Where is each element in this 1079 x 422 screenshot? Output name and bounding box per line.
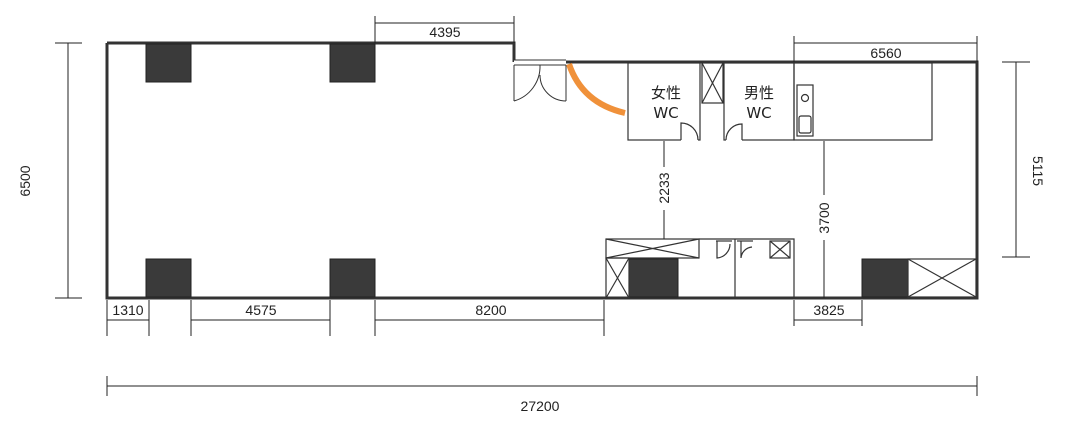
dim-kitchen-depth: 3700 bbox=[816, 202, 832, 233]
dim-bottom-1: 1310 bbox=[112, 302, 143, 318]
dim-top-right: 6560 bbox=[870, 45, 901, 61]
shaft-box bbox=[605, 257, 630, 299]
women-wc-label: 女性 bbox=[651, 84, 681, 102]
column bbox=[628, 258, 679, 298]
dim-corridor: 2233 bbox=[656, 172, 672, 203]
service-block bbox=[605, 238, 977, 299]
column bbox=[329, 258, 376, 298]
women-wc-room bbox=[627, 62, 701, 141]
shaft-box bbox=[769, 240, 791, 259]
men-wc-label-2: WC bbox=[746, 104, 771, 122]
dim-right-depth: 5115 bbox=[1030, 156, 1046, 186]
column bbox=[861, 258, 909, 298]
dim-bottom-2: 4575 bbox=[245, 302, 276, 318]
toilet-block bbox=[627, 62, 933, 142]
outer-walls bbox=[105, 41, 979, 300]
dim-bottom-3: 8200 bbox=[475, 302, 506, 318]
kitchen-room bbox=[793, 62, 933, 141]
dimension-lines bbox=[55, 16, 1030, 396]
dim-total-depth: 6500 bbox=[17, 165, 33, 196]
column bbox=[145, 258, 192, 298]
sink-fixture bbox=[796, 84, 814, 137]
dim-bottom-4: 3825 bbox=[813, 302, 844, 318]
men-wc-label: 男性 bbox=[744, 84, 774, 102]
entrance-door-swing bbox=[566, 62, 626, 116]
shaft-box bbox=[907, 258, 977, 298]
entrance-door bbox=[513, 59, 567, 102]
shaft-box bbox=[605, 238, 700, 259]
women-wc-label-2: WC bbox=[653, 104, 678, 122]
column bbox=[329, 43, 376, 83]
columns bbox=[145, 43, 909, 298]
dim-total-width: 27200 bbox=[521, 398, 560, 414]
pipe-shaft bbox=[701, 62, 724, 104]
dim-top-notch: 4395 bbox=[429, 24, 460, 40]
column bbox=[145, 43, 192, 83]
